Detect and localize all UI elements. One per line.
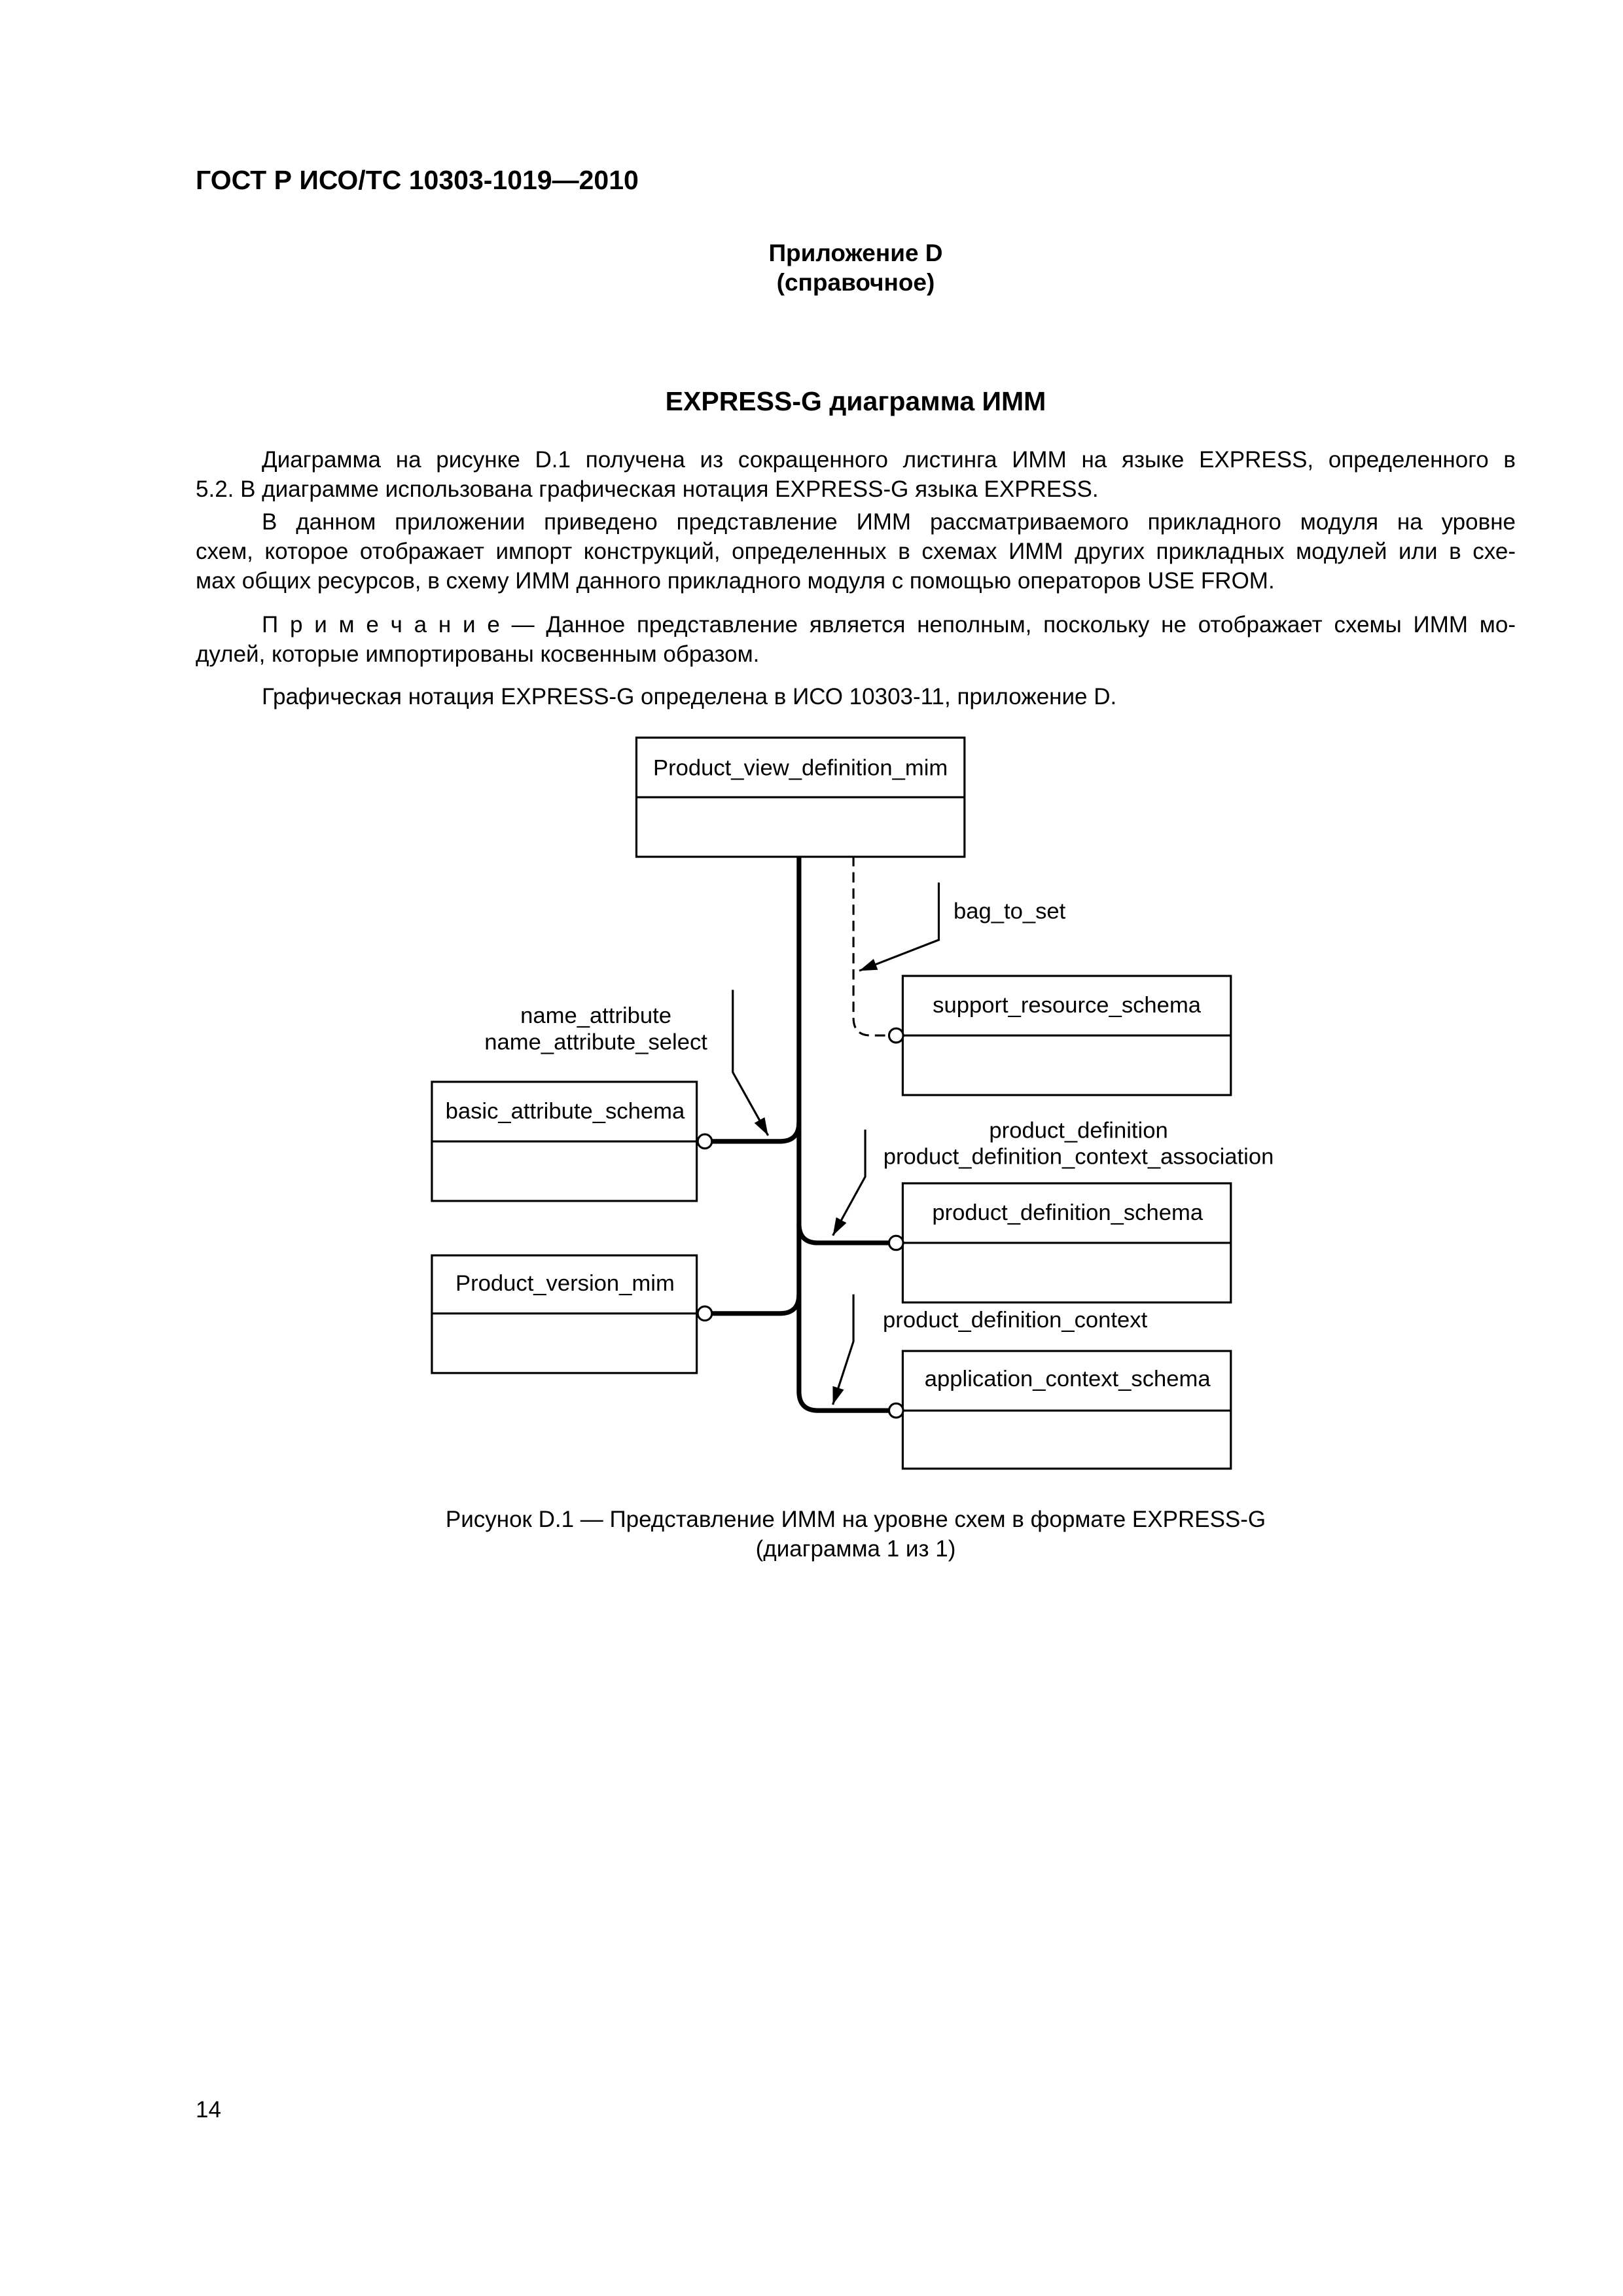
paragraph-line: В данном приложении приведено представле… <box>262 509 1516 535</box>
name-attribute-label: name_attribute <box>520 1003 671 1028</box>
basic-attribute-connector <box>712 1122 802 1144</box>
schema-name: basic_attribute_schema <box>446 1099 685 1124</box>
main-import-line <box>796 855 889 1413</box>
annex-status: (справочное) <box>776 269 935 296</box>
paragraph-line: Графическая нотация EXPRESS-G определена… <box>262 684 1117 709</box>
product-definition-context-association-label: product_definition_context_association <box>883 1145 1274 1170</box>
bag-to-set-label: bag_to_set <box>954 899 1066 924</box>
schema-name: product_definition_schema <box>932 1200 1204 1225</box>
paragraph-line: 5.2. В диаграмме использована графическа… <box>196 476 1099 502</box>
figure-caption: Рисунок D.1 — Представление ИММ на уровн… <box>445 1507 1266 1532</box>
reference-circle <box>887 1234 904 1251</box>
product-definition-arrow <box>832 1129 866 1236</box>
schema-name: Product_view_definition_mim <box>653 755 948 780</box>
box-frame <box>901 1350 1232 1470</box>
note-text: — Данное представление является неполным… <box>511 612 1516 637</box>
name-attribute-arrow <box>732 990 770 1136</box>
box-frame <box>431 1254 698 1374</box>
paragraph-line: схем, которое отображает импорт конструк… <box>196 539 1516 564</box>
schema-box-basic-attribute: basic_attribute_schema <box>431 1081 698 1202</box>
schema-box-product-definition: product_definition_schema <box>901 1182 1232 1304</box>
reference-circle <box>696 1305 713 1322</box>
reference-circle <box>887 1402 904 1419</box>
annex-title: Приложение D <box>768 240 943 266</box>
box-frame <box>901 1182 1232 1304</box>
box-frame <box>431 1081 698 1202</box>
section-title: EXPRESS-G диаграмма ИММ <box>665 386 1046 416</box>
schema-box-product-version-mim: Product_version_mim <box>431 1254 698 1374</box>
figure-caption-subtitle: (диаграмма 1 из 1) <box>755 1536 956 1562</box>
paragraph-line: Диаграмма на рисунке D.1 получена из сок… <box>262 447 1516 473</box>
schema-name: Product_version_mim <box>455 1271 675 1296</box>
schema-box-support-resource: support_resource_schema <box>901 975 1232 1096</box>
document-code: ГОСТ Р ИСО/ТС 10303-1019—2010 <box>196 165 639 195</box>
reference-circle <box>696 1133 713 1150</box>
note-line: дулей, которые импортированы косвенным о… <box>196 641 760 667</box>
box-frame <box>901 975 1232 1096</box>
product-definition-connector <box>796 1223 889 1246</box>
reference-circle <box>887 1027 904 1044</box>
product-definition-context-label: product_definition_context <box>883 1308 1148 1333</box>
schema-name: support_resource_schema <box>933 993 1202 1018</box>
schema-box-application-context: application_context_schema <box>901 1350 1232 1470</box>
support-resource-connector <box>852 855 889 1037</box>
bag-to-set-arrow <box>859 882 940 972</box>
schema-name: application_context_schema <box>925 1367 1211 1391</box>
product-definition-context-arrow <box>832 1294 855 1405</box>
schema-box-product-view-definition-mim: Product_view_definition_mim <box>635 736 966 858</box>
note-line: П р и м е ч а н и е — Данное представлен… <box>262 610 1516 639</box>
product-version-connector <box>712 1294 802 1316</box>
box-frame <box>635 736 966 858</box>
paragraph-line: мах общих ресурсов, в схему ИММ данного … <box>196 568 1275 594</box>
name-attribute-select-label: name_attribute_select <box>484 1030 707 1054</box>
product-definition-label: product_definition <box>989 1118 1168 1143</box>
page-number: 14 <box>196 2097 221 2123</box>
note-label: П р и м е ч а н и е <box>262 612 500 637</box>
